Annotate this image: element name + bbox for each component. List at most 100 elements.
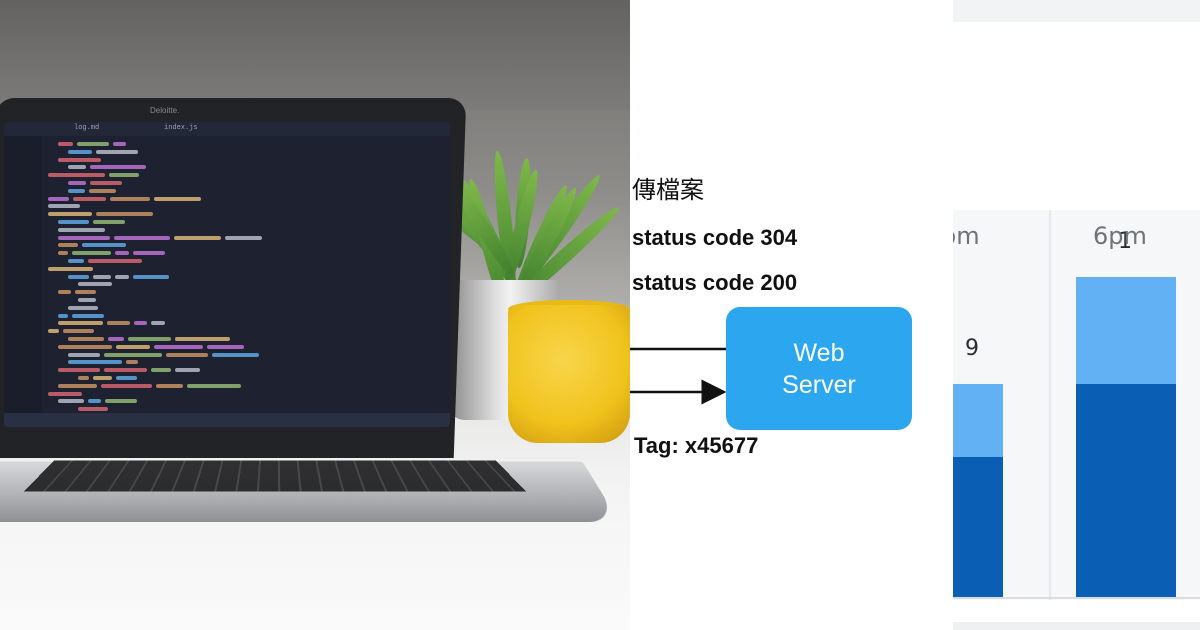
yellow-cup bbox=[508, 305, 630, 443]
code-token bbox=[58, 157, 101, 162]
chart-baseline bbox=[953, 597, 1200, 599]
code-token bbox=[175, 337, 230, 341]
code-token bbox=[58, 251, 68, 256]
code-token bbox=[187, 383, 241, 388]
code-token bbox=[58, 227, 105, 232]
code-token bbox=[48, 266, 93, 271]
code-token bbox=[58, 321, 103, 326]
code-token bbox=[90, 181, 122, 185]
code-token bbox=[90, 165, 146, 170]
code-token bbox=[58, 383, 97, 388]
code-token bbox=[110, 196, 150, 201]
code-token bbox=[68, 305, 98, 310]
bar-segment-6pm-series-2 bbox=[1076, 277, 1176, 384]
code-token bbox=[115, 251, 129, 256]
code-token bbox=[48, 212, 92, 217]
laptop-screen: log.md index.js bbox=[4, 122, 450, 427]
code-token bbox=[113, 142, 126, 146]
code-token bbox=[68, 360, 122, 365]
code-token bbox=[133, 251, 165, 256]
code-token bbox=[78, 282, 112, 287]
code-token bbox=[128, 337, 171, 341]
code-token bbox=[151, 321, 165, 326]
editor-tab-index: index.js bbox=[164, 124, 198, 132]
code-token bbox=[75, 290, 96, 295]
code-token bbox=[68, 274, 89, 279]
bar-segment-pm-series-2 bbox=[953, 383, 1003, 457]
code-token bbox=[72, 251, 111, 256]
editor-gutter bbox=[4, 136, 42, 413]
data-label-pm: 9 bbox=[965, 335, 979, 361]
code-token bbox=[133, 274, 169, 279]
code-token bbox=[58, 290, 71, 295]
etag-label: Tag: x45677 bbox=[634, 433, 759, 458]
code-token bbox=[96, 149, 138, 154]
code-token bbox=[154, 196, 201, 201]
code-token bbox=[93, 220, 125, 224]
code-token bbox=[68, 165, 86, 170]
code-token bbox=[134, 321, 147, 326]
code-token bbox=[109, 173, 139, 178]
code-token bbox=[48, 329, 59, 334]
http-cache-diagram: 傳檔案 status code 304 status code 200 Web … bbox=[630, 0, 953, 630]
editor-tab-bar: log.md index.js bbox=[4, 122, 450, 136]
code-token bbox=[58, 243, 78, 248]
code-token bbox=[96, 212, 153, 217]
camera-brand-label: Deloitte. bbox=[150, 106, 180, 115]
code-token bbox=[78, 298, 96, 302]
code-token bbox=[58, 344, 112, 349]
code-token bbox=[68, 259, 84, 263]
code-token bbox=[58, 399, 84, 404]
code-token bbox=[63, 329, 94, 334]
editor-tab-log: log.md bbox=[74, 124, 100, 132]
code-token bbox=[78, 376, 89, 380]
code-token bbox=[114, 235, 170, 240]
bar-segment-pm-series-1 bbox=[953, 457, 1003, 597]
status-code-304-label: status code 304 bbox=[632, 225, 798, 250]
bar-segment-6pm-series-1 bbox=[1076, 383, 1176, 597]
code-token bbox=[116, 376, 137, 380]
code-token bbox=[72, 313, 104, 318]
photo-background bbox=[0, 0, 630, 110]
code-token bbox=[207, 344, 244, 349]
chart-top-strip bbox=[953, 0, 1200, 22]
code-token bbox=[225, 235, 262, 240]
code-token bbox=[154, 344, 203, 349]
code-token bbox=[48, 196, 69, 201]
data-label-6pm: 1 bbox=[1118, 229, 1132, 254]
code-token bbox=[78, 407, 108, 412]
code-token bbox=[68, 337, 104, 341]
code-token bbox=[156, 383, 183, 388]
code-token bbox=[82, 243, 126, 248]
code-token bbox=[126, 360, 138, 365]
code-token bbox=[73, 196, 106, 201]
code-token bbox=[93, 274, 111, 279]
code-token bbox=[68, 149, 92, 154]
laptop-photo: Deloitte. log.md index.js bbox=[0, 0, 630, 630]
code-token bbox=[58, 220, 89, 224]
code-token bbox=[166, 352, 208, 357]
web-server-label: Web Server bbox=[782, 338, 856, 399]
code-token bbox=[48, 391, 82, 396]
request-arrows bbox=[630, 347, 727, 405]
code-token bbox=[108, 337, 124, 341]
code-token bbox=[104, 368, 147, 373]
code-token bbox=[104, 352, 162, 357]
code-token bbox=[58, 313, 68, 318]
status-code-200-label: status code 200 bbox=[632, 270, 798, 295]
x-tick-label-pm: pm bbox=[953, 222, 980, 250]
code-token bbox=[68, 181, 86, 185]
code-token bbox=[105, 399, 137, 404]
web-server-box: Web Server bbox=[726, 307, 912, 430]
code-token bbox=[89, 188, 116, 193]
code-token bbox=[212, 352, 259, 357]
laptop-keyboard bbox=[23, 460, 527, 492]
code-token bbox=[58, 368, 100, 373]
x-tick-label-6pm: 6pm bbox=[1093, 222, 1147, 250]
code-token bbox=[115, 274, 129, 279]
code-token bbox=[77, 142, 109, 146]
code-token bbox=[48, 173, 105, 178]
code-token bbox=[107, 321, 130, 326]
code-token bbox=[174, 235, 221, 240]
